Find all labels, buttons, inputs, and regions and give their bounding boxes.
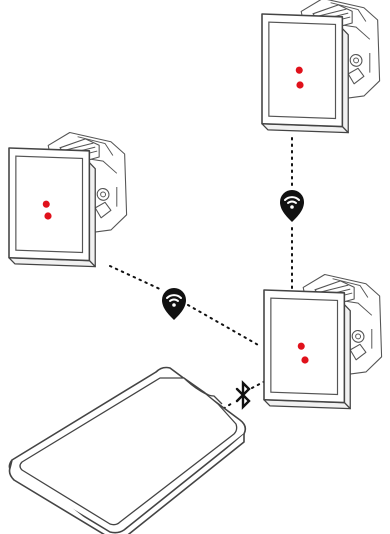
wifi-pin-icon	[280, 190, 304, 222]
wifi-link-left-to-bottom-right	[109, 265, 261, 347]
phone-screen	[19, 377, 238, 526]
switch-bottom-right	[263, 271, 383, 411]
smartphone	[8, 366, 247, 534]
switch-top-right	[261, 0, 381, 135]
switch-left	[8, 129, 128, 269]
led-indicator	[301, 356, 309, 364]
phone-edge	[8, 434, 245, 534]
phone-notch	[183, 377, 223, 405]
bluetooth-icon	[235, 380, 251, 410]
led-indicator	[296, 81, 304, 89]
wifi-pin-icon	[162, 288, 186, 320]
led-indicator	[44, 212, 52, 220]
